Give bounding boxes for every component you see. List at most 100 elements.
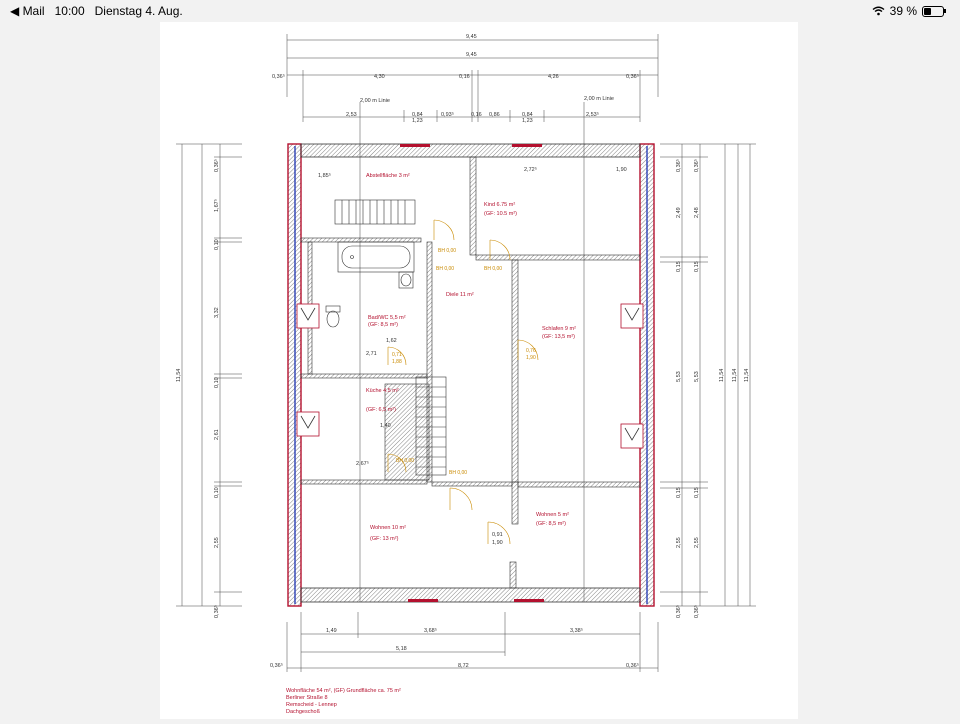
room-labels: Abstellfläche 3 m² 1,85⁵ Kind 6.75 m² (G…: [318, 166, 627, 546]
date: Dienstag 4. Aug.: [94, 4, 183, 18]
windows: [296, 303, 644, 449]
dim-left-5: 2,61: [214, 429, 220, 440]
floor-plan: 9,45 9,45 0,36⁵ 4,30 0,16 4,26 0,36⁵ 2,0…: [176, 34, 756, 672]
dim-r5-1: 0,84: [412, 112, 423, 118]
doors: [387, 219, 539, 545]
dim-right-total-2: 11,54: [732, 369, 738, 382]
room-kueche-name: Küche 4.5 m²: [366, 388, 399, 394]
room-wohnen2-sub: (GF: 8,5 m²): [536, 521, 566, 527]
bottom-dimension-labels: 1,49 3,68⁵ 3,38⁵ 5,18 0,36⁵ 8,72 0,36⁵: [270, 627, 639, 669]
interior-walls: [300, 156, 641, 589]
door-dim-4: 1,90: [526, 355, 536, 361]
right-top-dim: 1,90: [616, 167, 627, 173]
dim-r5b-0: 1,23: [412, 118, 423, 124]
dim-r5b-1: 1,23: [522, 118, 533, 124]
left-dimension-labels: 11,54 0,36⁵ 1,67⁵ 0,10 3,32 0,10 2,61 0,…: [176, 159, 220, 618]
room-abstell-name: Abstellfläche 3 m²: [366, 173, 410, 179]
clock: 10:00: [54, 4, 85, 18]
dim-right-b5: 2,55: [694, 537, 700, 548]
door-labels: BH 0,00 BH 0,00 BH 0,00 BH 0,00 BH 0,00 …: [392, 248, 536, 476]
dim-left-3: 3,32: [214, 307, 220, 318]
room-bad-dim: 1,62: [386, 338, 397, 344]
outer-walls: [287, 143, 655, 607]
dim-left-1: 1,67⁵: [213, 199, 220, 212]
room-abstell-dim: 1,85⁵: [318, 172, 331, 179]
dim-top-0: 0,36⁵: [272, 73, 285, 80]
right-dimension-labels: 0,36⁵ 2,49 0,15 5,53 0,15 2,55 0,36⁵ 0,3…: [675, 159, 750, 618]
bh-label-4: BH 0,00: [449, 470, 467, 476]
staircase-top: [334, 199, 416, 225]
dim-bottom-2-0: 5,18: [396, 646, 407, 652]
bh-label-2: BH 0,00: [436, 266, 454, 272]
room-schlafen-name: Schlafen 9 m²: [542, 326, 576, 332]
battery-percent: 39 %: [889, 4, 917, 18]
bh-label-5: BH 0,00: [396, 458, 414, 464]
wall-north: [300, 143, 641, 158]
dim-r5-6: 2,53⁵: [586, 111, 599, 118]
info-line-2: Berliner Straße 8: [286, 695, 328, 701]
status-right: 39 %: [872, 4, 946, 18]
dim-right-4: 0,15: [676, 487, 682, 498]
room-wohnen1-sub: (GF: 13 m²): [370, 536, 399, 542]
info-line-1: Wohnfläche 54 m², (GF) Grundfläche ca. 7…: [286, 688, 401, 694]
dim-r5-3: 0,16: [471, 112, 482, 118]
dim-right-6: 0,36⁵: [675, 605, 682, 618]
dim-bottom-1-2: 3,38⁵: [570, 627, 583, 634]
dim-right-total-3: 11,54: [744, 369, 750, 382]
wohnen-door-dim2: 1,90: [492, 540, 503, 546]
dim-r5-4: 0,86: [489, 112, 500, 118]
info-line-4: Dachgeschoß: [286, 709, 320, 715]
dim-bottom-3-2: 0,36⁵: [626, 662, 639, 669]
dim-total-1: 9,45: [466, 34, 477, 40]
dim-top-3: 4,26: [548, 74, 559, 80]
dim-top-1: 4,30: [374, 74, 385, 80]
door-dim-1: 0,71: [392, 352, 402, 358]
dim-left-4: 0,10: [214, 377, 220, 388]
top-dimensions: [286, 34, 659, 602]
bottom-dimensions: [286, 612, 659, 672]
dim-right-0: 0,36⁵: [675, 159, 682, 172]
room-wohnen1-name: Wohnen 10 m²: [370, 525, 406, 531]
plan-info: Wohnfläche 54 m², (GF) Grundfläche ca. 7…: [286, 688, 401, 716]
sink: [398, 271, 414, 289]
dim-left-6: 0,10: [214, 487, 220, 498]
room-kind-name: Kind 6.75 m²: [484, 202, 515, 208]
dim-right-b1: 2,48: [694, 207, 700, 218]
back-to-mail-link[interactable]: ◀ Mail: [10, 4, 45, 18]
bad-width-dim: 2,71: [366, 351, 377, 357]
room-wohnen2-name: Wohnen 5 m²: [536, 512, 569, 518]
room-kind-sub: (GF: 10.5 m²): [484, 211, 517, 217]
dim-right-b6: 0,36⁵: [693, 605, 700, 618]
line-label-right: 2,00 m Linie: [584, 96, 614, 102]
dim-bottom-3-0: 0,36⁵: [270, 662, 283, 669]
staircase-middle: [415, 376, 447, 476]
room-kueche-dim: 1,40: [380, 423, 391, 429]
door-dim-2: 1,88: [392, 359, 402, 365]
battery-icon: [922, 5, 946, 17]
room-schlafen-sub: (GF: 13,5 m²): [542, 334, 575, 340]
dim-bottom-1-1: 3,68⁵: [424, 627, 437, 634]
right-dimensions: [660, 143, 756, 607]
dim-r5-2: 0,93⁵: [441, 111, 454, 118]
dim-top-2: 0,16: [459, 74, 470, 80]
dim-left-7: 2,55: [214, 537, 220, 548]
dim-right-b4: 0,15: [694, 487, 700, 498]
wohnen-door-dim: 0,91: [492, 532, 503, 538]
dim-bottom-3-1: 8,72: [458, 663, 469, 669]
kueche-bottom-dim: 2,67⁵: [356, 460, 369, 467]
dim-left-2: 0,10: [214, 239, 220, 250]
dim-right-b0: 0,36⁵: [693, 159, 700, 172]
wall-south: [300, 587, 641, 603]
dim-bottom-1-0: 1,49: [326, 628, 337, 634]
dim-right-3: 5,53: [676, 371, 682, 382]
bathtub: [337, 241, 415, 273]
toilet: [325, 305, 341, 328]
room-kueche-sub: (GF: 6,5 m²): [366, 407, 396, 413]
wifi-icon: [872, 6, 885, 16]
dim-left-8: 0,36⁵: [213, 605, 220, 618]
dim-right-b2: 0,15: [694, 261, 700, 272]
door-dim-3: 0,76: [526, 348, 536, 354]
top-dimension-labels: 9,45 9,45 0,36⁵ 4,30 0,16 4,26 0,36⁵ 2,0…: [272, 34, 639, 124]
room-bad-name: Bad/WC 5,5 m²: [368, 315, 406, 321]
dim-r5-5: 0,84: [522, 112, 533, 118]
